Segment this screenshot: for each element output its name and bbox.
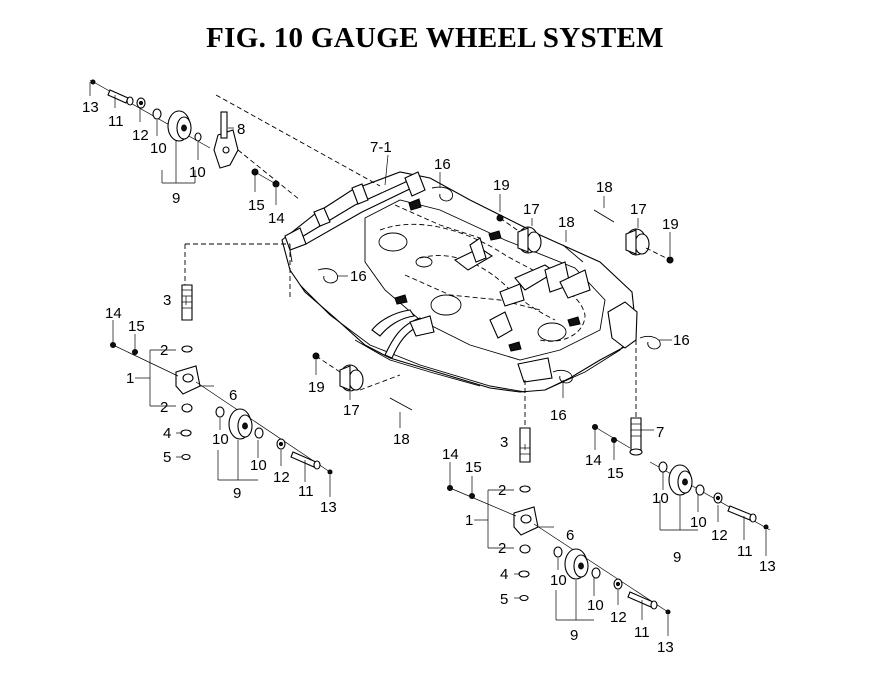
callout-18: 18 [558,214,575,231]
callout-15: 15 [465,459,482,476]
callout-14: 14 [105,305,122,322]
callout-4: 4 [500,566,508,583]
callout-9: 9 [570,627,578,644]
callout-10: 10 [550,572,567,589]
callout-12: 12 [273,469,290,486]
callout-16: 16 [350,268,367,285]
callout-3: 3 [500,434,508,451]
callout-16: 16 [550,407,567,424]
callout-12: 12 [711,527,728,544]
top-left-wheel-assembly [89,79,381,201]
callout-5: 5 [163,449,171,466]
callout-2: 2 [498,540,506,557]
callout-19: 19 [308,379,325,396]
callout-14: 14 [585,452,602,469]
callout-6: 6 [229,387,237,404]
callout-10: 10 [652,490,669,507]
callout-14: 14 [442,446,459,463]
callout-10: 10 [189,164,206,181]
leader-lines [89,82,767,636]
callout-19: 19 [662,216,679,233]
figure-title: FIG. 10 GAUGE WHEEL SYSTEM [206,22,664,54]
right-spindle-assembly [592,340,771,531]
callout-1: 1 [465,512,473,529]
callout-14: 14 [268,210,285,227]
callout-17: 17 [630,201,647,218]
callout-4: 4 [163,425,171,442]
callout-11: 11 [108,113,124,130]
callout-6: 6 [566,527,574,544]
callout-13: 13 [759,558,776,575]
callout-10: 10 [690,514,707,531]
callout-7-1: 7-1 [370,139,392,156]
callout-11: 11 [737,543,753,560]
callout-16: 16 [673,332,690,349]
callout-17: 17 [343,402,360,419]
callout-1: 1 [126,370,134,387]
callout-11: 11 [634,624,650,641]
callout-15: 15 [128,318,145,335]
callout-18: 18 [393,431,410,448]
callout-10: 10 [212,431,229,448]
callout-2: 2 [160,399,168,416]
callout-8: 8 [237,121,245,138]
callout-5: 5 [500,591,508,608]
callout-15: 15 [248,197,265,214]
callout-16: 16 [434,156,451,173]
callout-2: 2 [160,342,168,359]
callout-12: 12 [610,609,627,626]
callout-9: 9 [172,190,180,207]
mower-deck [281,171,638,393]
callout-17: 17 [523,201,540,218]
callout-9: 9 [673,549,681,566]
callout-18: 18 [596,179,613,196]
callout-19: 19 [493,177,510,194]
callout-12: 12 [132,127,149,144]
callout-15: 15 [607,465,624,482]
callout-10: 10 [587,597,604,614]
callout-9: 9 [233,485,241,502]
callout-labels: 13 11 12 10 10 9 8 15 14 7-1 16 19 17 18… [82,99,776,656]
callout-10: 10 [150,140,167,157]
anti-scalp-rollers [312,209,674,411]
callout-2: 2 [498,482,506,499]
callout-3: 3 [163,292,171,309]
callout-7: 7 [656,424,664,441]
callout-13: 13 [657,639,674,656]
callout-13: 13 [82,99,99,116]
callout-13: 13 [320,499,337,516]
callout-10: 10 [250,457,267,474]
callout-11: 11 [298,483,314,500]
hair-pin-clips [317,186,661,384]
